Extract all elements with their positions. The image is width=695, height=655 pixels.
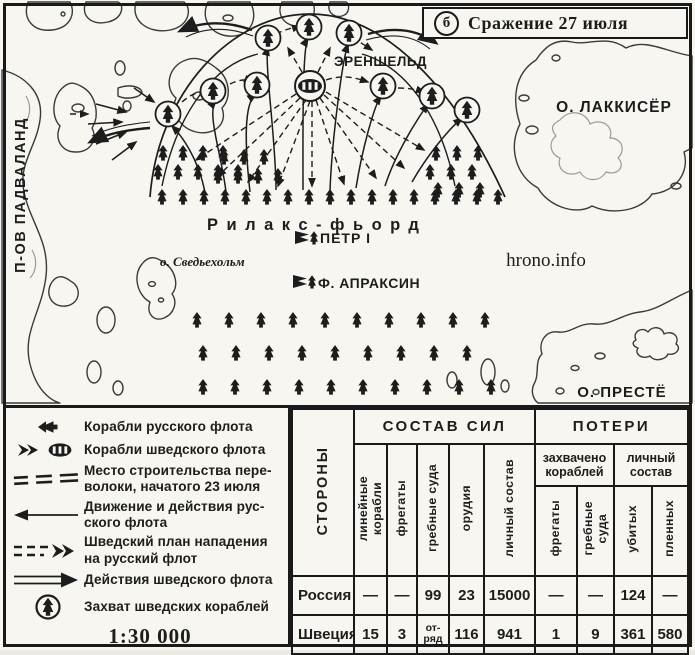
captured-ship-icon <box>35 594 61 620</box>
swedish-plan-arrow-icon <box>14 543 74 558</box>
label-island-lakkiser: О. ЛАККИСЁР <box>556 99 672 116</box>
group-header-forces: СОСТАВ СИЛ <box>352 408 536 445</box>
label-island-preste: О. ПРЕСТЁ <box>577 384 666 401</box>
swedish-plan-arrows <box>70 24 426 188</box>
captured-ships <box>154 13 481 128</box>
russian-attack-arrows <box>87 13 506 198</box>
col-header-personnel: личный состав <box>482 443 536 577</box>
swedish-flagship-symbol <box>294 70 326 102</box>
subgroup-captured-ships: захвачено кораблей <box>533 443 615 487</box>
legend-item: Корабли русского флота <box>12 417 288 437</box>
col-header-frigates: фрегаты <box>385 443 418 577</box>
variant-badge: б <box>434 10 459 36</box>
watermark: hrono.info <box>506 250 586 271</box>
legend-item: Захват шведских кораблей <box>12 593 288 621</box>
legend-item: Действия шведского флота <box>12 570 288 590</box>
col-header-guns: орудия <box>447 443 485 577</box>
forces-table-wrap: СТОРОНЫ СОСТАВ СИЛ ПОТЕРИ линейные кораб… <box>290 408 690 655</box>
map-scale: 1:30 000 <box>108 623 192 648</box>
swedish-action-arrows <box>87 16 439 144</box>
label-peninsula: П-ОВ ПАДВАЛАНД <box>13 117 29 273</box>
swedish-ship-icon <box>18 443 72 457</box>
col-header-captured-frigates: фрегаты <box>533 485 578 577</box>
label-flagship: ЭРЕНШЕЛЬД <box>334 54 427 69</box>
legend-item: Движение и действия рус- ского флота <box>12 499 288 532</box>
swedish-action-arrow-icon <box>14 572 78 588</box>
legend-item: Место строительства пере- волоки, начато… <box>12 463 288 496</box>
map-title: Сражение 27 июля <box>468 12 629 33</box>
map-title-box: б Сражение 27 июля <box>422 7 688 39</box>
table-row-sweden: Швеция 15 3 от- ряд 116 941 1 9 361 580 <box>290 614 690 655</box>
legend: Корабли русского флота Корабли шведского… <box>6 408 291 648</box>
col-header-prisoners: пленных <box>650 485 690 577</box>
russian-movement-arrow-icon <box>14 509 78 521</box>
col-header-captured-rowing: гребные суда <box>575 485 615 577</box>
col-header-ships-of-line: линейные корабли <box>352 443 388 577</box>
bottom-panel: Корабли русского флота Корабли шведского… <box>6 405 690 655</box>
col-header-sides: СТОРОНЫ <box>290 408 355 577</box>
battle-map: П-ОВ ПАДВАЛАНД О. ЛАККИСЁР О. ПРЕСТЁ о. … <box>1 1 693 404</box>
portage-site-icon <box>13 473 79 486</box>
col-header-killed: убитых <box>612 485 653 577</box>
russian-ship-icon <box>38 421 58 433</box>
subgroup-personnel-losses: личный состав <box>612 443 690 487</box>
legend-item: Шведский план нападения на русский флот <box>12 534 288 567</box>
col-header-rowing-vessels: гребные суда <box>415 443 450 577</box>
label-commander-apraksin: Ф. АПРАКСИН <box>318 275 420 291</box>
label-commander-peter: ПЕТР I <box>320 230 371 246</box>
apraksin-flag-icon <box>293 275 316 289</box>
table-row-russia: Россия — — 99 23 15000 — — 124 — <box>290 575 690 616</box>
label-island-svedjeholm: о. Сведьехольм <box>160 254 245 269</box>
group-header-losses: ПОТЕРИ <box>533 408 690 445</box>
legend-item: Корабли шведского флота <box>12 440 288 460</box>
galley-rows <box>153 145 503 395</box>
label-fjord: Рилакс-фьорд <box>207 216 427 234</box>
forces-table: СТОРОНЫ СОСТАВ СИЛ ПОТЕРИ линейные кораб… <box>290 408 690 655</box>
